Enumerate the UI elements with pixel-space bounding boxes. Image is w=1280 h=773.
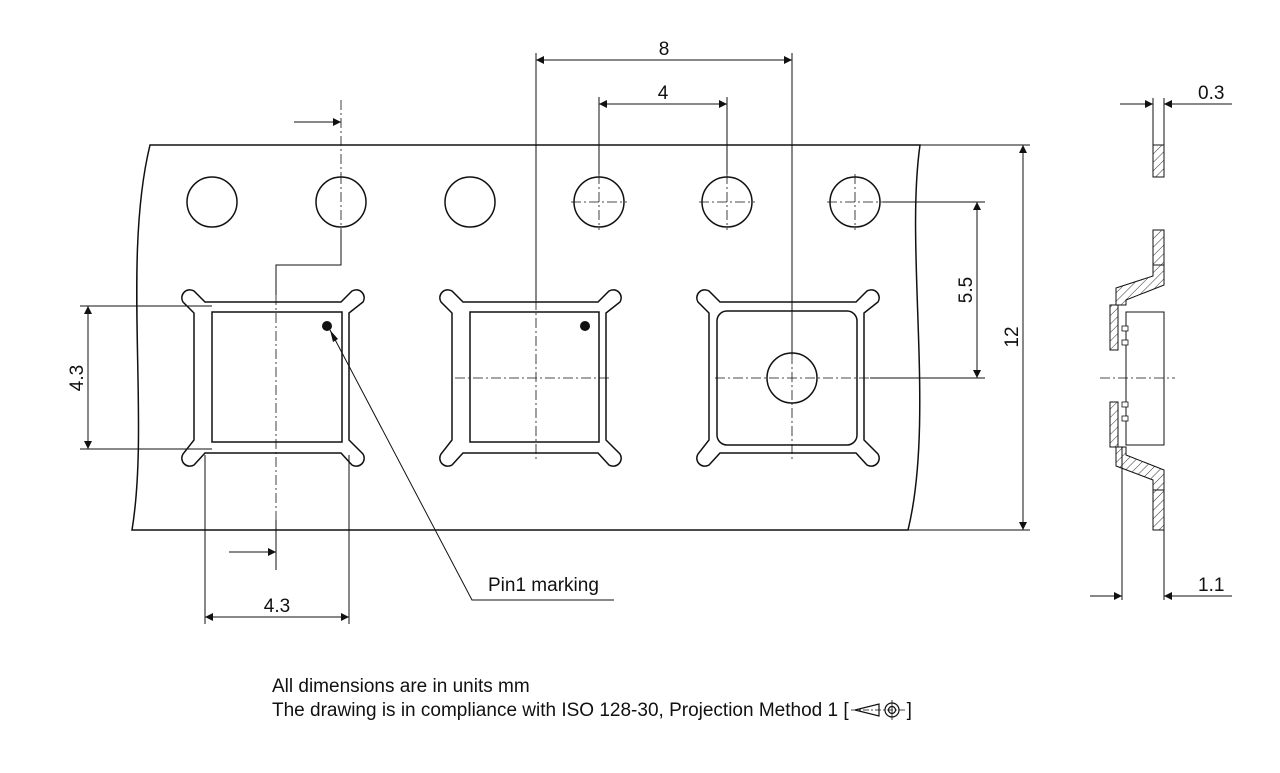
reference-offset-line [275, 230, 342, 295]
compliance-note-suffix: ] [906, 700, 912, 721]
pin1-dot [580, 321, 590, 331]
pin1-leader [329, 329, 614, 601]
dim-pocket-width-value: 4.3 [264, 596, 290, 617]
dim-pocket-depth-value: 1.1 [1198, 575, 1224, 596]
pocket-2 [439, 289, 622, 467]
side-section-view [1100, 144, 1175, 531]
pockets [181, 289, 880, 467]
sprocket-hole [186, 176, 238, 228]
hole-centerlines [340, 174, 883, 230]
dim-hole-pitch [598, 97, 728, 174]
units-note: All dimensions are in units mm [272, 676, 530, 697]
pocket-1 [181, 289, 365, 467]
dim-tape-thickness-value: 0.3 [1198, 83, 1224, 104]
dim-pocket-depth [1090, 447, 1232, 600]
dim-pocket-width [204, 455, 350, 624]
compliance-note: The drawing is in compliance with ISO 12… [272, 700, 912, 722]
pocket-centerlines [275, 100, 870, 520]
dim-tape-width-value: 12 [1002, 326, 1023, 347]
dim-hole-to-pocket-value: 5.5 [956, 277, 977, 303]
compliance-note-text: The drawing is in compliance with ISO 12… [272, 700, 849, 721]
dim-pocket-pitch [535, 53, 793, 355]
projection-method-icon [850, 700, 905, 720]
dim-tape-thickness [1120, 98, 1232, 145]
dim-hole-to-pocket [870, 201, 985, 379]
pin1-label: Pin1 marking [488, 575, 599, 596]
carrier-tape-outline [131, 144, 921, 531]
sprocket-hole [444, 176, 496, 228]
sprocket-holes [186, 176, 881, 228]
dim-hole-pitch-value: 4 [658, 83, 669, 104]
dim-pocket-height-value: 4.3 [67, 365, 88, 391]
dim-pocket-pitch-value: 8 [659, 39, 670, 60]
dim-pocket-height [80, 305, 212, 450]
pin1-dot [322, 321, 332, 331]
